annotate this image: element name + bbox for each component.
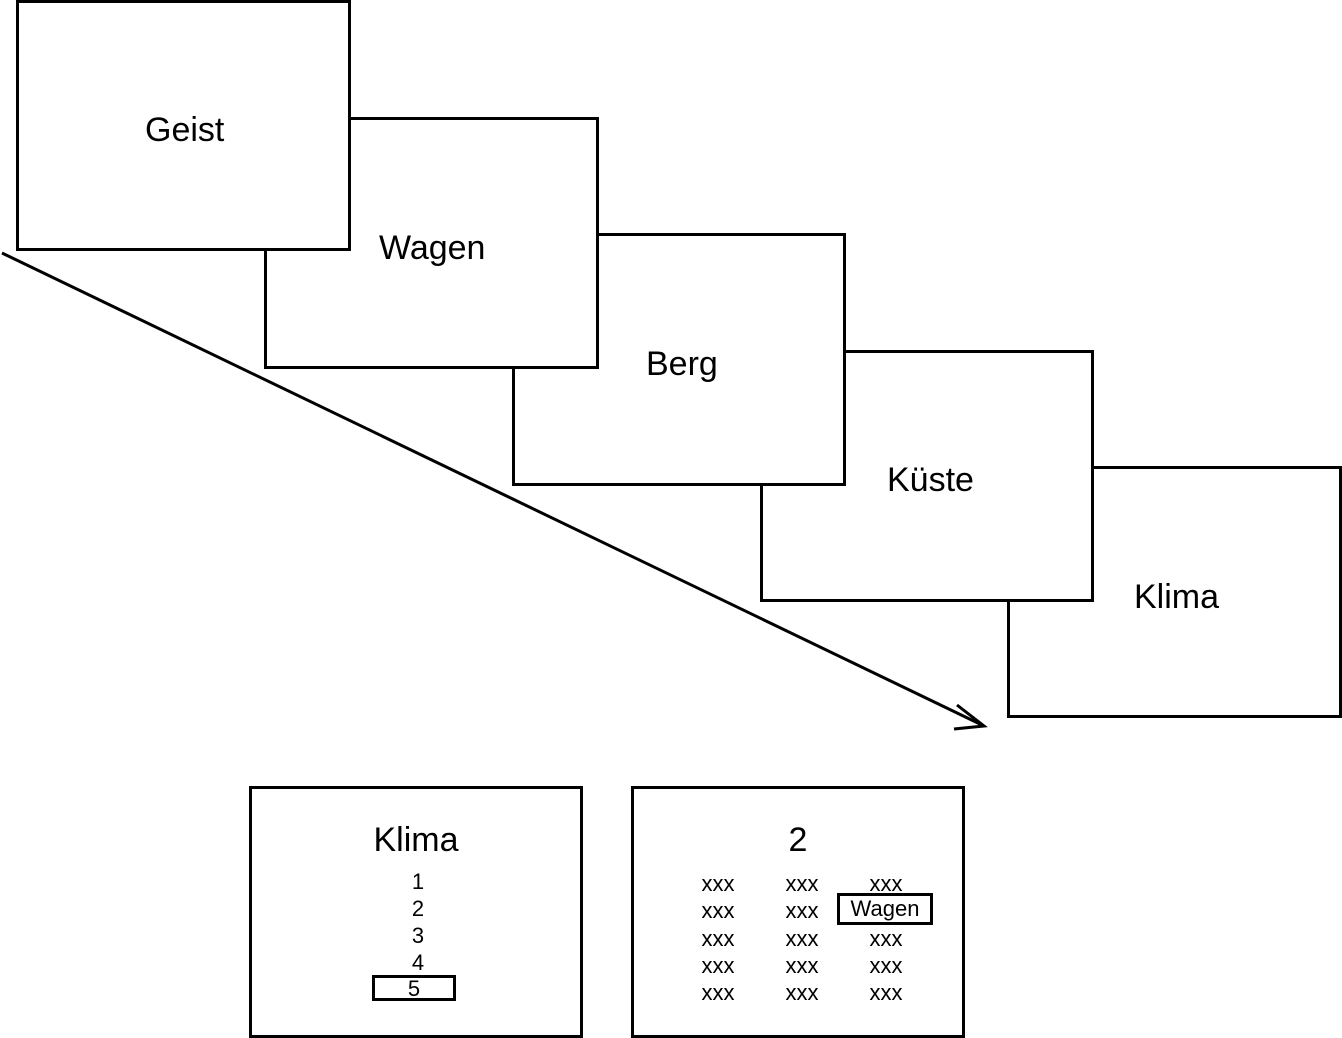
rating-word: Klima: [373, 821, 459, 859]
word-card-label: Wagen: [379, 229, 486, 267]
grid-cell[interactable]: xxx: [701, 898, 735, 923]
time-arrow-head: [953, 703, 988, 731]
word-card-1: Geist: [16, 0, 351, 251]
grid-cell[interactable]: xxx: [701, 926, 735, 951]
grid-cell[interactable]: xxx: [869, 953, 903, 978]
grid-cell[interactable]: xxx: [785, 980, 819, 1005]
grid-cell[interactable]: xxx: [785, 871, 819, 896]
grid-cell[interactable]: xxx: [869, 871, 903, 896]
rating-option-2[interactable]: 2: [411, 896, 425, 921]
word-card-label: Klima: [1134, 578, 1220, 616]
grid-cell[interactable]: xxx: [701, 871, 735, 896]
rating-option-5-selected[interactable]: 5: [372, 975, 456, 1001]
word-card-label: Berg: [646, 345, 718, 383]
rating-option-4[interactable]: 4: [411, 950, 425, 975]
rating-option-1[interactable]: 1: [411, 869, 425, 894]
grid-cell[interactable]: xxx: [785, 953, 819, 978]
word-card-label: Küste: [887, 461, 974, 499]
rating-panel: Klima 1 2 3 4 5: [249, 786, 583, 1038]
grid-cell[interactable]: xxx: [869, 926, 903, 951]
position-cue: 2: [788, 821, 808, 859]
word-card-label: Geist: [145, 111, 225, 149]
position-panel: 2 xxx xxx xxx xxx xxx Wagen xxx xxx xxx …: [631, 786, 965, 1038]
grid-cell-selected[interactable]: Wagen: [837, 893, 933, 925]
rating-option-3[interactable]: 3: [411, 923, 425, 948]
grid-cell[interactable]: xxx: [701, 980, 735, 1005]
grid-cell[interactable]: xxx: [785, 898, 819, 923]
grid-cell[interactable]: xxx: [869, 980, 903, 1005]
grid-cell[interactable]: xxx: [701, 953, 735, 978]
grid-cell[interactable]: xxx: [785, 926, 819, 951]
